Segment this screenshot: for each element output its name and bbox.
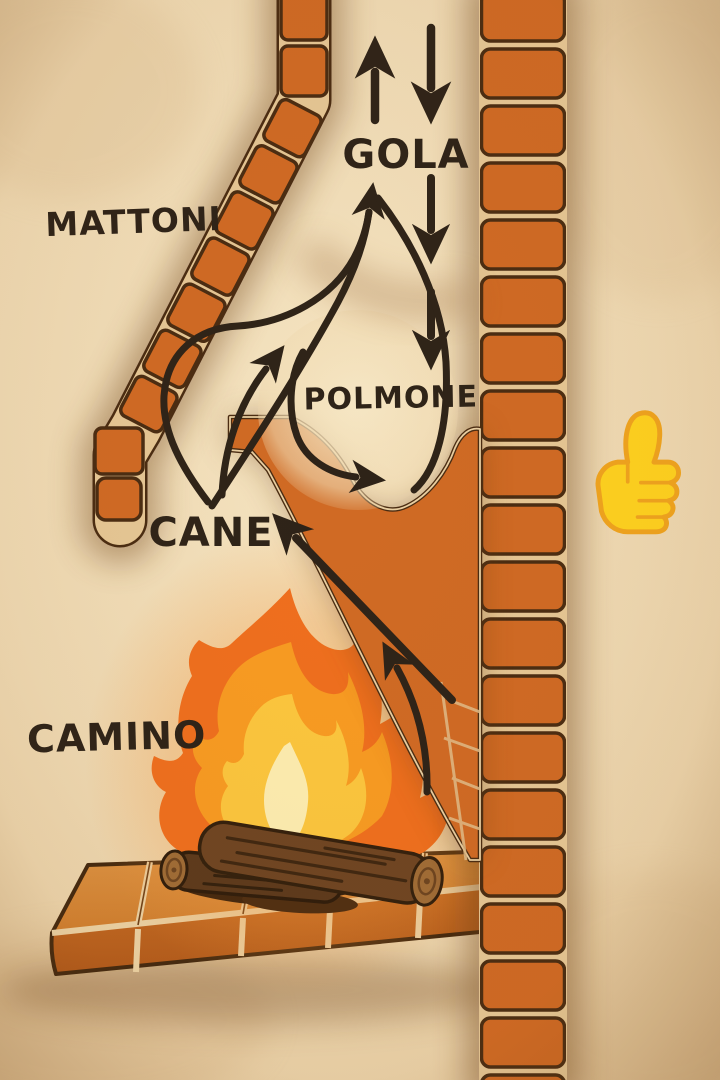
vignette-overlay [0, 0, 720, 1080]
diagram-canvas: MATTONI GOLA POLMONE CANE CAMINO [0, 0, 720, 1080]
fireplace-airflow-diagram: MATTONI GOLA POLMONE CANE CAMINO [0, 0, 720, 1080]
